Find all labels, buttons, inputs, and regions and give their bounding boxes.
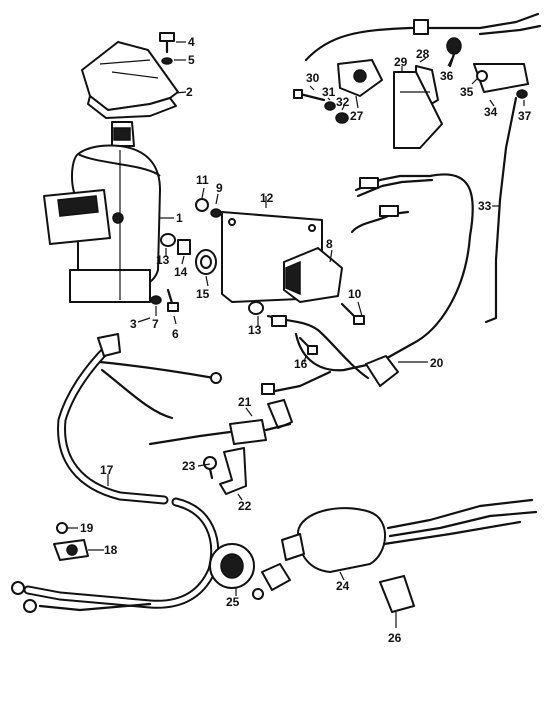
callout-16: 16 <box>294 357 308 371</box>
washer-part-31 <box>324 101 336 111</box>
callout-labels: 1 2 3 4 5 6 7 8 9 10 11 12 13 13 14 15 1… <box>80 35 532 645</box>
callout-30: 30 <box>306 71 320 85</box>
callout-25: 25 <box>226 595 240 609</box>
nut-part-9 <box>210 208 222 218</box>
callout-23: 23 <box>182 459 196 473</box>
nut-part-37 <box>516 89 528 99</box>
callout-35: 35 <box>460 85 474 99</box>
bolt-part-10 <box>340 302 365 325</box>
switch-part-27 <box>337 59 383 97</box>
callout-31: 31 <box>322 85 336 99</box>
leader-lines <box>68 41 525 628</box>
callout-34: 34 <box>484 105 498 119</box>
rectifier-part-8 <box>283 247 343 303</box>
callout-8: 8 <box>326 237 333 251</box>
callout-32: 32 <box>336 95 350 109</box>
starter-motor-part-1 <box>43 121 161 303</box>
starter-cover-part-2 <box>81 41 179 119</box>
nut-part-32 <box>335 112 349 124</box>
bolt-part-11 <box>195 198 209 212</box>
callout-15: 15 <box>196 287 210 301</box>
clamp-part-22 <box>219 447 247 495</box>
bolt-part-35 <box>476 70 488 82</box>
lever-part-34 <box>473 63 529 93</box>
washer-part-13 <box>248 301 264 315</box>
callout-28: 28 <box>416 47 430 61</box>
grommet-part-25 <box>209 543 255 589</box>
bolt-part-30 <box>293 89 326 102</box>
callout-6: 6 <box>172 327 179 341</box>
collar-part-13 <box>160 233 176 247</box>
callout-1: 1 <box>176 211 183 225</box>
callout-17: 17 <box>100 463 114 477</box>
collar-part-14 <box>177 239 191 255</box>
callout-12: 12 <box>260 191 274 205</box>
callout-11: 11 <box>196 173 209 187</box>
callout-27: 27 <box>350 109 364 123</box>
callout-22: 22 <box>238 499 252 513</box>
clip-part-18 <box>53 539 89 561</box>
callout-29: 29 <box>394 55 408 69</box>
battery-cable-part-17 <box>11 333 222 613</box>
bolt-part-6 <box>166 288 179 312</box>
callout-26: 26 <box>388 631 402 645</box>
callout-19: 19 <box>80 521 94 535</box>
callout-14: 14 <box>174 265 188 279</box>
callout-13-second: 13 <box>248 323 262 337</box>
wire-lead-top <box>304 12 542 62</box>
grommet-part-15 <box>195 249 217 275</box>
bracket-part-29 <box>393 71 443 149</box>
callout-7: 7 <box>152 317 159 331</box>
plate-part-26 <box>379 575 415 613</box>
knob-part-36 <box>446 37 462 68</box>
callout-33: 33 <box>478 199 492 213</box>
callout-5: 5 <box>188 53 195 67</box>
bolt-part-4 <box>159 32 175 54</box>
callout-37: 37 <box>518 109 532 123</box>
main-switch-part-24 <box>252 498 538 600</box>
fuse-holder-part-21 <box>148 399 293 446</box>
callout-21: 21 <box>238 395 252 409</box>
callout-18: 18 <box>104 543 118 557</box>
callout-3: 3 <box>130 317 137 331</box>
callout-4: 4 <box>188 35 195 49</box>
screw-part-23 <box>203 456 217 480</box>
rod-part-33 <box>484 96 518 324</box>
bolt-part-16 <box>298 336 318 355</box>
callout-36: 36 <box>440 69 454 83</box>
screw-part-19 <box>56 522 68 534</box>
wiring-harness-part-20 <box>261 173 474 395</box>
callout-24: 24 <box>336 579 350 593</box>
callout-20: 20 <box>430 356 444 370</box>
callout-13: 13 <box>156 253 170 267</box>
callout-10: 10 <box>348 287 362 301</box>
washer-part-5 <box>161 57 173 65</box>
washer-part-7 <box>150 295 162 305</box>
callout-2: 2 <box>186 85 193 99</box>
callout-9: 9 <box>216 181 223 195</box>
